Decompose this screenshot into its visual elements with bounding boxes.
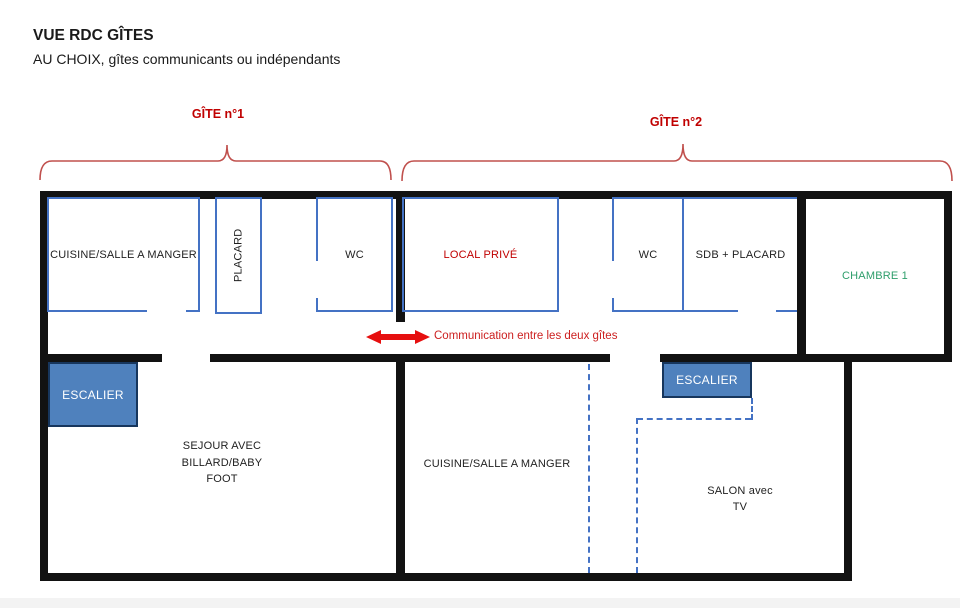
room-label-local-prive: LOCAL PRIVÉ bbox=[443, 248, 518, 261]
wall-sdb-chambre-divider bbox=[797, 191, 806, 362]
wall-segment bbox=[316, 197, 393, 199]
wall-mid-segment-b bbox=[210, 354, 610, 362]
room-label-placard: PLACARD bbox=[232, 228, 245, 283]
wall-segment bbox=[198, 197, 200, 312]
wall-segment bbox=[612, 197, 684, 199]
wall-segment bbox=[612, 310, 684, 312]
wall-left bbox=[40, 191, 48, 581]
room-local-prive bbox=[402, 197, 559, 312]
wall-segment bbox=[391, 197, 393, 312]
dashed-partition-cuisine-salon bbox=[588, 364, 590, 573]
wall-segment bbox=[316, 310, 393, 312]
page-subtitle: AU CHOIX, gîtes communicants ou indépend… bbox=[33, 51, 341, 67]
dashed-partition-escalier bbox=[751, 398, 753, 420]
wall-mid-segment-a bbox=[40, 354, 162, 362]
gite1-brace-icon bbox=[39, 144, 392, 181]
room-label-wc-gite1: WC bbox=[345, 248, 364, 261]
room-label-sejour: SEJOUR AVEC BILLARD/BABY FOOT bbox=[150, 437, 294, 489]
gite2-brace-icon bbox=[401, 143, 953, 182]
wall-top bbox=[40, 191, 952, 199]
communication-note: Communication entre les deux gîtes bbox=[434, 330, 618, 342]
wall-mid-segment-c bbox=[660, 354, 952, 362]
gite2-label: GÎTE n°2 bbox=[649, 115, 703, 129]
wall-segment bbox=[612, 298, 614, 312]
room-label-wc-gite2: WC bbox=[638, 248, 658, 261]
wall-segment bbox=[684, 310, 738, 312]
page-edge bbox=[0, 598, 960, 608]
wall-segment bbox=[316, 298, 318, 312]
wall-segment bbox=[47, 197, 49, 312]
sejour-line2: BILLARD/BABY bbox=[181, 456, 263, 469]
dashed-partition-salon-left bbox=[636, 418, 638, 573]
wall-gite-divider-lower bbox=[396, 354, 405, 581]
room-label-chambre1: CHAMBRE 1 bbox=[842, 269, 908, 282]
escalier-label: ESCALIER bbox=[62, 387, 124, 402]
wall-segment bbox=[47, 310, 147, 312]
wall-segment bbox=[776, 310, 797, 312]
wall-segment bbox=[682, 197, 684, 312]
escalier-label: ESCALIER bbox=[676, 373, 738, 387]
sejour-line3: FOOT bbox=[206, 473, 238, 486]
wall-segment bbox=[47, 197, 200, 199]
communication-arrow-icon bbox=[366, 330, 430, 344]
room-label-cuisine-gite1: CUISINE/SALLE A MANGER bbox=[50, 248, 197, 261]
dashed-partition-salon-top bbox=[637, 418, 751, 420]
wall-bottom bbox=[40, 573, 852, 581]
gite1-label: GÎTE n°1 bbox=[191, 107, 245, 121]
escalier-box-gite2: ESCALIER bbox=[662, 362, 752, 398]
sejour-line1: SEJOUR AVEC bbox=[182, 440, 262, 453]
wall-gite2-right-lower bbox=[844, 354, 852, 581]
page-title: VUE RDC GÎTES bbox=[33, 27, 154, 44]
wall-gite-divider-upper bbox=[396, 191, 405, 322]
wall-segment bbox=[316, 197, 318, 261]
salon-line1: SALON avec bbox=[707, 484, 773, 497]
wall-segment bbox=[684, 197, 797, 199]
wall-segment bbox=[612, 197, 614, 261]
escalier-box-gite1: ESCALIER bbox=[48, 362, 138, 427]
wall-right-upper bbox=[944, 191, 952, 362]
room-label-cuisine-gite2: CUISINE/SALLE A MANGER bbox=[423, 458, 571, 470]
room-label-salon: SALON avec TV bbox=[659, 481, 821, 517]
wall-segment bbox=[186, 310, 200, 312]
room-placard bbox=[215, 197, 262, 314]
room-label-sdb-placard: SDB + PLACARD bbox=[695, 248, 786, 261]
salon-line2: TV bbox=[732, 501, 748, 513]
